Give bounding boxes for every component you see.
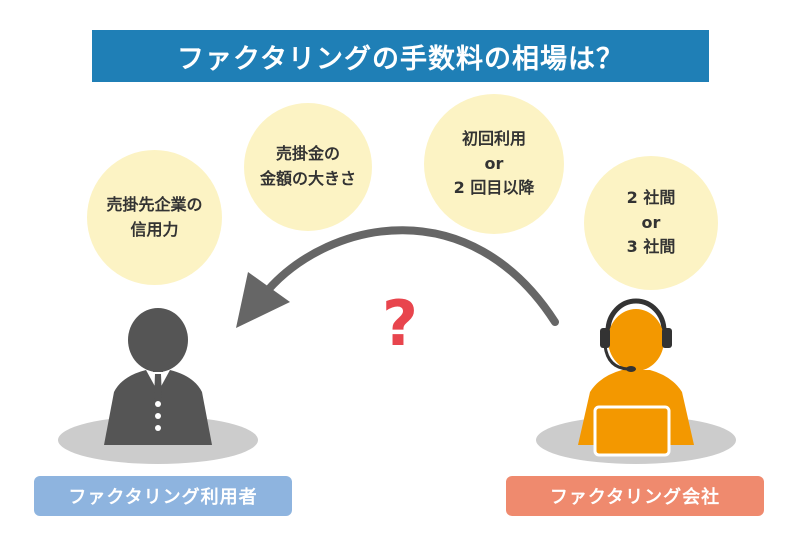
bubble-line: 売掛先企業の — [106, 194, 203, 214]
factor-bubble-credit: 売掛先企業の 信用力 — [87, 150, 222, 285]
question-mark-icon: ? — [382, 287, 418, 360]
factor-bubble-party-type: 2 社間 or 3 社間 — [584, 156, 718, 290]
bubble-line: 初回利用 — [461, 128, 526, 148]
curved-arrow-icon — [236, 226, 559, 328]
user-label: ファクタリング利用者 — [34, 476, 292, 516]
bubble-line: 信用力 — [130, 219, 179, 239]
call-center-operator-icon — [578, 298, 694, 457]
bubble-line: 金額の大きさ — [259, 169, 356, 188]
company-label: ファクタリング会社 — [506, 476, 764, 516]
bubble-line: 3 社間 — [626, 237, 676, 257]
bubble-line: or — [641, 212, 661, 232]
bubble-line: 2 社間 — [626, 187, 676, 207]
page-title: ファクタリングの手数料の相場は？ — [92, 30, 709, 82]
bubble-line: 2 回目以降 — [453, 178, 535, 198]
factor-bubble-amount: 売掛金の 金額の大きさ — [244, 103, 372, 231]
factor-bubble-usage-count: 初回利用 or 2 回目以降 — [424, 94, 564, 234]
businessman-icon — [104, 308, 212, 445]
bubble-line: 売掛金の — [275, 144, 340, 164]
bubble-line: or — [484, 153, 504, 173]
